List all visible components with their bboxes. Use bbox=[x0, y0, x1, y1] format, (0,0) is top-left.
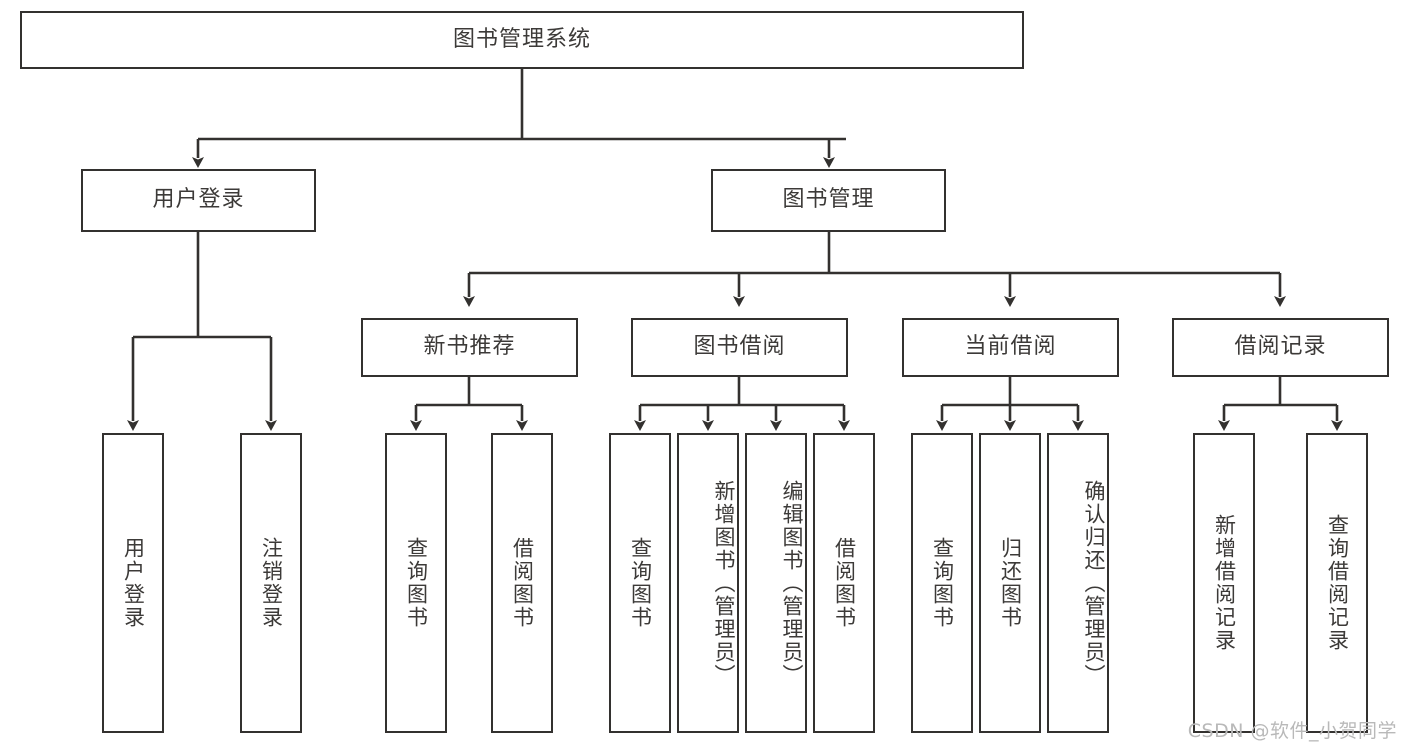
node-borrow-record-label: 借阅记录 bbox=[1234, 334, 1327, 360]
leaf-label: 注销登录 bbox=[259, 537, 284, 629]
leaf-borrow-record-query[interactable]: 查询借阅记录 bbox=[1306, 433, 1368, 733]
node-new-book-recommend[interactable]: 新书推荐 bbox=[361, 318, 578, 377]
leaf-label: 用户登录 bbox=[121, 537, 146, 629]
node-new-book-recommend-label: 新书推荐 bbox=[423, 334, 516, 360]
leaf-label: 查询借阅记录 bbox=[1325, 514, 1350, 652]
node-current-borrow-label: 当前借阅 bbox=[964, 334, 1057, 360]
leaf-user-login-signout[interactable]: 注销登录 bbox=[240, 433, 302, 733]
node-root[interactable]: 图书管理系统 bbox=[20, 11, 1024, 69]
node-book-management[interactable]: 图书管理 bbox=[711, 169, 946, 232]
leaf-label: 借阅图书 bbox=[832, 537, 857, 629]
leaf-label: 借阅图书 bbox=[510, 537, 535, 629]
leaf-current-borrow-confirm[interactable]: 确认归还（管理员） bbox=[1047, 433, 1109, 733]
leaf-label: 归还图书 bbox=[998, 537, 1023, 629]
leaf-new-book-query[interactable]: 查询图书 bbox=[385, 433, 447, 733]
leaf-new-book-borrow[interactable]: 借阅图书 bbox=[491, 433, 553, 733]
leaf-label: 查询图书 bbox=[930, 537, 955, 629]
leaf-label: 新增借阅记录 bbox=[1212, 514, 1237, 652]
leaf-label: 新增图书（管理员） bbox=[712, 479, 736, 687]
leaf-book-borrow-add[interactable]: 新增图书（管理员） bbox=[677, 433, 739, 733]
leaf-book-borrow-query[interactable]: 查询图书 bbox=[609, 433, 671, 733]
leaf-current-borrow-return[interactable]: 归还图书 bbox=[979, 433, 1041, 733]
node-borrow-record[interactable]: 借阅记录 bbox=[1172, 318, 1389, 377]
node-root-label: 图书管理系统 bbox=[452, 26, 591, 52]
leaf-label: 查询图书 bbox=[404, 537, 429, 629]
node-user-login-label: 用户登录 bbox=[152, 187, 245, 213]
node-book-borrow[interactable]: 图书借阅 bbox=[631, 318, 848, 377]
leaf-borrow-record-add[interactable]: 新增借阅记录 bbox=[1193, 433, 1255, 733]
leaf-current-borrow-query[interactable]: 查询图书 bbox=[911, 433, 973, 733]
leaf-book-borrow-edit[interactable]: 编辑图书（管理员） bbox=[745, 433, 807, 733]
node-current-borrow[interactable]: 当前借阅 bbox=[902, 318, 1119, 377]
leaf-user-login-signin[interactable]: 用户登录 bbox=[102, 433, 164, 733]
leaf-label: 编辑图书（管理员） bbox=[780, 479, 804, 687]
node-user-login[interactable]: 用户登录 bbox=[81, 169, 316, 232]
node-book-borrow-label: 图书借阅 bbox=[693, 334, 786, 360]
watermark: CSDN @软件_小贺同学 bbox=[1187, 720, 1397, 742]
node-book-management-label: 图书管理 bbox=[782, 187, 875, 213]
leaf-label: 确认归还（管理员） bbox=[1082, 479, 1106, 687]
leaf-book-borrow-borrow[interactable]: 借阅图书 bbox=[813, 433, 875, 733]
leaf-label: 查询图书 bbox=[628, 537, 653, 629]
